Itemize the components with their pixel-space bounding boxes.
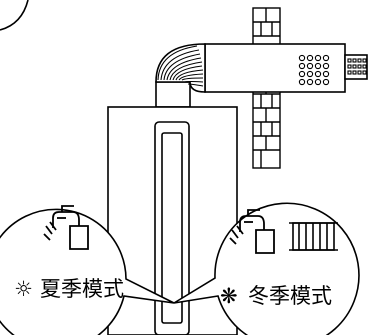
summer-mode-label: 夏季模式 xyxy=(40,277,124,301)
vent-holes xyxy=(298,54,367,86)
summer-mode-symbol: ☼ xyxy=(14,277,33,301)
winter-callout xyxy=(173,202,360,335)
summer-callout xyxy=(0,205,175,335)
faucet-icon xyxy=(43,205,89,250)
faucet-icon xyxy=(229,209,275,254)
radiator-icon xyxy=(289,222,338,251)
heater-window xyxy=(154,121,190,335)
water-heater xyxy=(107,106,238,335)
corner-arc xyxy=(0,0,29,31)
winter-mode-symbol: ❋ xyxy=(220,284,238,308)
winter-mode-label: 冬季模式 xyxy=(248,284,332,308)
flue-pipe xyxy=(155,43,368,108)
